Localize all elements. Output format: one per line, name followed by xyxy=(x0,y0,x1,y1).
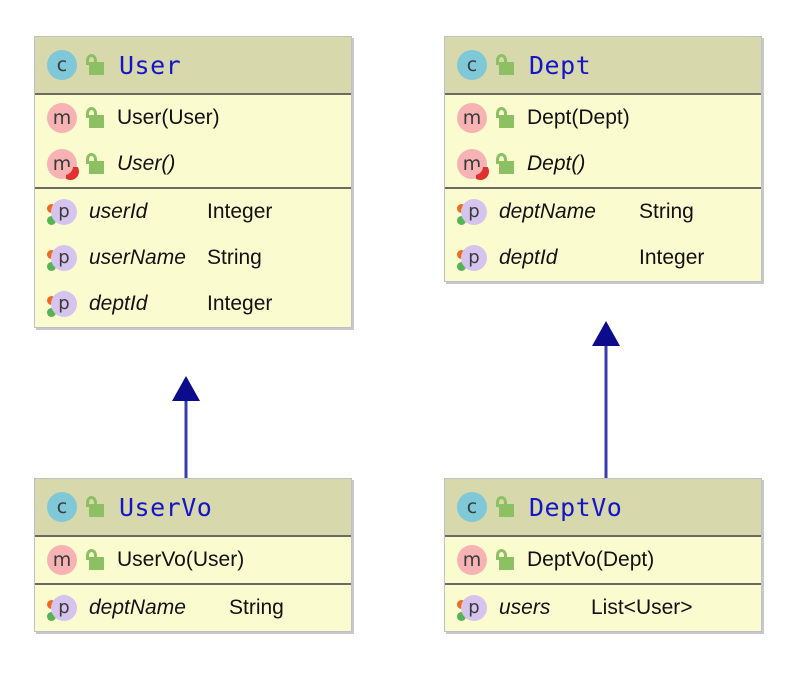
class-icon: c xyxy=(47,492,77,522)
method-icon: m xyxy=(47,149,79,180)
properties-section-user: p userId Integer p userName String p dep… xyxy=(35,187,351,327)
override-marker-icon xyxy=(476,167,491,182)
method-row[interactable]: m Dept() xyxy=(445,141,761,187)
properties-section-dept: p deptName String p deptId Integer xyxy=(445,187,761,281)
property-type: String xyxy=(229,596,284,619)
property-type: String xyxy=(639,200,694,223)
override-marker-icon xyxy=(66,167,81,182)
property-row[interactable]: p deptId Integer xyxy=(445,235,761,281)
property-icon: p xyxy=(51,245,77,271)
class-header-uservo: c UserVo xyxy=(35,479,351,537)
unlocked-padlock-icon xyxy=(495,152,515,176)
unlocked-padlock-icon xyxy=(85,106,105,130)
property-type: Integer xyxy=(207,200,273,223)
property-name: userName xyxy=(89,246,186,269)
methods-section-uservo: m UserVo(User) xyxy=(35,537,351,583)
unlocked-padlock-icon xyxy=(495,106,515,130)
property-row[interactable]: p userId Integer xyxy=(35,189,351,235)
generalization-deptvo-to-dept[interactable] xyxy=(585,321,627,478)
properties-section-deptvo: p users List<User> xyxy=(445,583,761,631)
property-name: deptId xyxy=(499,246,558,269)
property-type: Integer xyxy=(639,246,705,269)
property-name: deptId xyxy=(89,292,148,315)
class-name: DeptVo xyxy=(529,492,623,522)
properties-section-uservo: p deptName String xyxy=(35,583,351,631)
method-row[interactable]: m UserVo(User) xyxy=(35,537,351,583)
method-icon: m xyxy=(457,545,487,575)
method-signature: Dept(Dept) xyxy=(527,106,630,129)
class-icon: c xyxy=(457,50,487,80)
class-icon: c xyxy=(457,492,487,522)
property-icon: p xyxy=(51,199,77,225)
property-name: deptName xyxy=(499,200,596,223)
method-row[interactable]: m DeptVo(Dept) xyxy=(445,537,761,583)
class-name: UserVo xyxy=(119,492,213,522)
method-signature: Dept() xyxy=(527,152,586,175)
property-icon: p xyxy=(51,595,77,621)
property-name: users xyxy=(499,596,551,619)
method-row[interactable]: m User(User) xyxy=(35,95,351,141)
property-row[interactable]: p deptId Integer xyxy=(35,281,351,327)
method-icon: m xyxy=(457,149,489,180)
method-row[interactable]: m User() xyxy=(35,141,351,187)
class-header-user: c User xyxy=(35,37,351,95)
property-icon: p xyxy=(461,245,487,271)
property-type: String xyxy=(207,246,262,269)
unlocked-padlock-icon xyxy=(85,53,105,77)
unlocked-padlock-icon xyxy=(495,548,515,572)
unlocked-padlock-icon xyxy=(495,53,515,77)
class-box-uservo[interactable]: c UserVo m UserVo(User) p d xyxy=(34,478,352,632)
property-icon: p xyxy=(51,291,77,317)
class-header-dept: c Dept xyxy=(445,37,761,95)
method-icon: m xyxy=(457,103,487,133)
property-row[interactable]: p userName String xyxy=(35,235,351,281)
class-box-dept[interactable]: c Dept m Dept(Dept) m xyxy=(444,36,762,282)
unlocked-padlock-icon xyxy=(85,495,105,519)
method-icon: m xyxy=(47,103,77,133)
class-box-deptvo[interactable]: c DeptVo m DeptVo(Dept) p u xyxy=(444,478,762,632)
method-signature: User(User) xyxy=(117,106,220,129)
property-row[interactable]: p deptName String xyxy=(445,189,761,235)
generalization-uservo-to-user[interactable] xyxy=(165,376,207,478)
arrow-head-triangle-icon xyxy=(172,376,200,401)
property-type: Integer xyxy=(207,292,273,315)
unlocked-padlock-icon xyxy=(85,548,105,572)
arrow-head-triangle-icon xyxy=(592,321,620,346)
property-row[interactable]: p deptName String xyxy=(35,585,351,631)
methods-section-deptvo: m DeptVo(Dept) xyxy=(445,537,761,583)
arrow-shaft xyxy=(604,345,608,478)
method-signature: UserVo(User) xyxy=(117,548,245,571)
property-row[interactable]: p users List<User> xyxy=(445,585,761,631)
class-header-deptvo: c DeptVo xyxy=(445,479,761,537)
class-icon: c xyxy=(47,50,77,80)
property-icon: p xyxy=(461,199,487,225)
class-box-user[interactable]: c User m User(User) m xyxy=(34,36,352,328)
property-name: userId xyxy=(89,200,148,223)
unlocked-padlock-icon xyxy=(495,495,515,519)
class-name: User xyxy=(119,50,182,80)
methods-section-dept: m Dept(Dept) m Dept() xyxy=(445,95,761,187)
method-row[interactable]: m Dept(Dept) xyxy=(445,95,761,141)
method-icon: m xyxy=(47,545,77,575)
unlocked-padlock-icon xyxy=(85,152,105,176)
method-signature: DeptVo(Dept) xyxy=(527,548,655,571)
class-name: Dept xyxy=(529,50,592,80)
arrow-shaft xyxy=(184,400,188,478)
method-signature: User() xyxy=(117,152,176,175)
property-icon: p xyxy=(461,595,487,621)
methods-section-user: m User(User) m User() xyxy=(35,95,351,187)
property-name: deptName xyxy=(89,596,186,619)
property-type: List<User> xyxy=(591,596,693,619)
